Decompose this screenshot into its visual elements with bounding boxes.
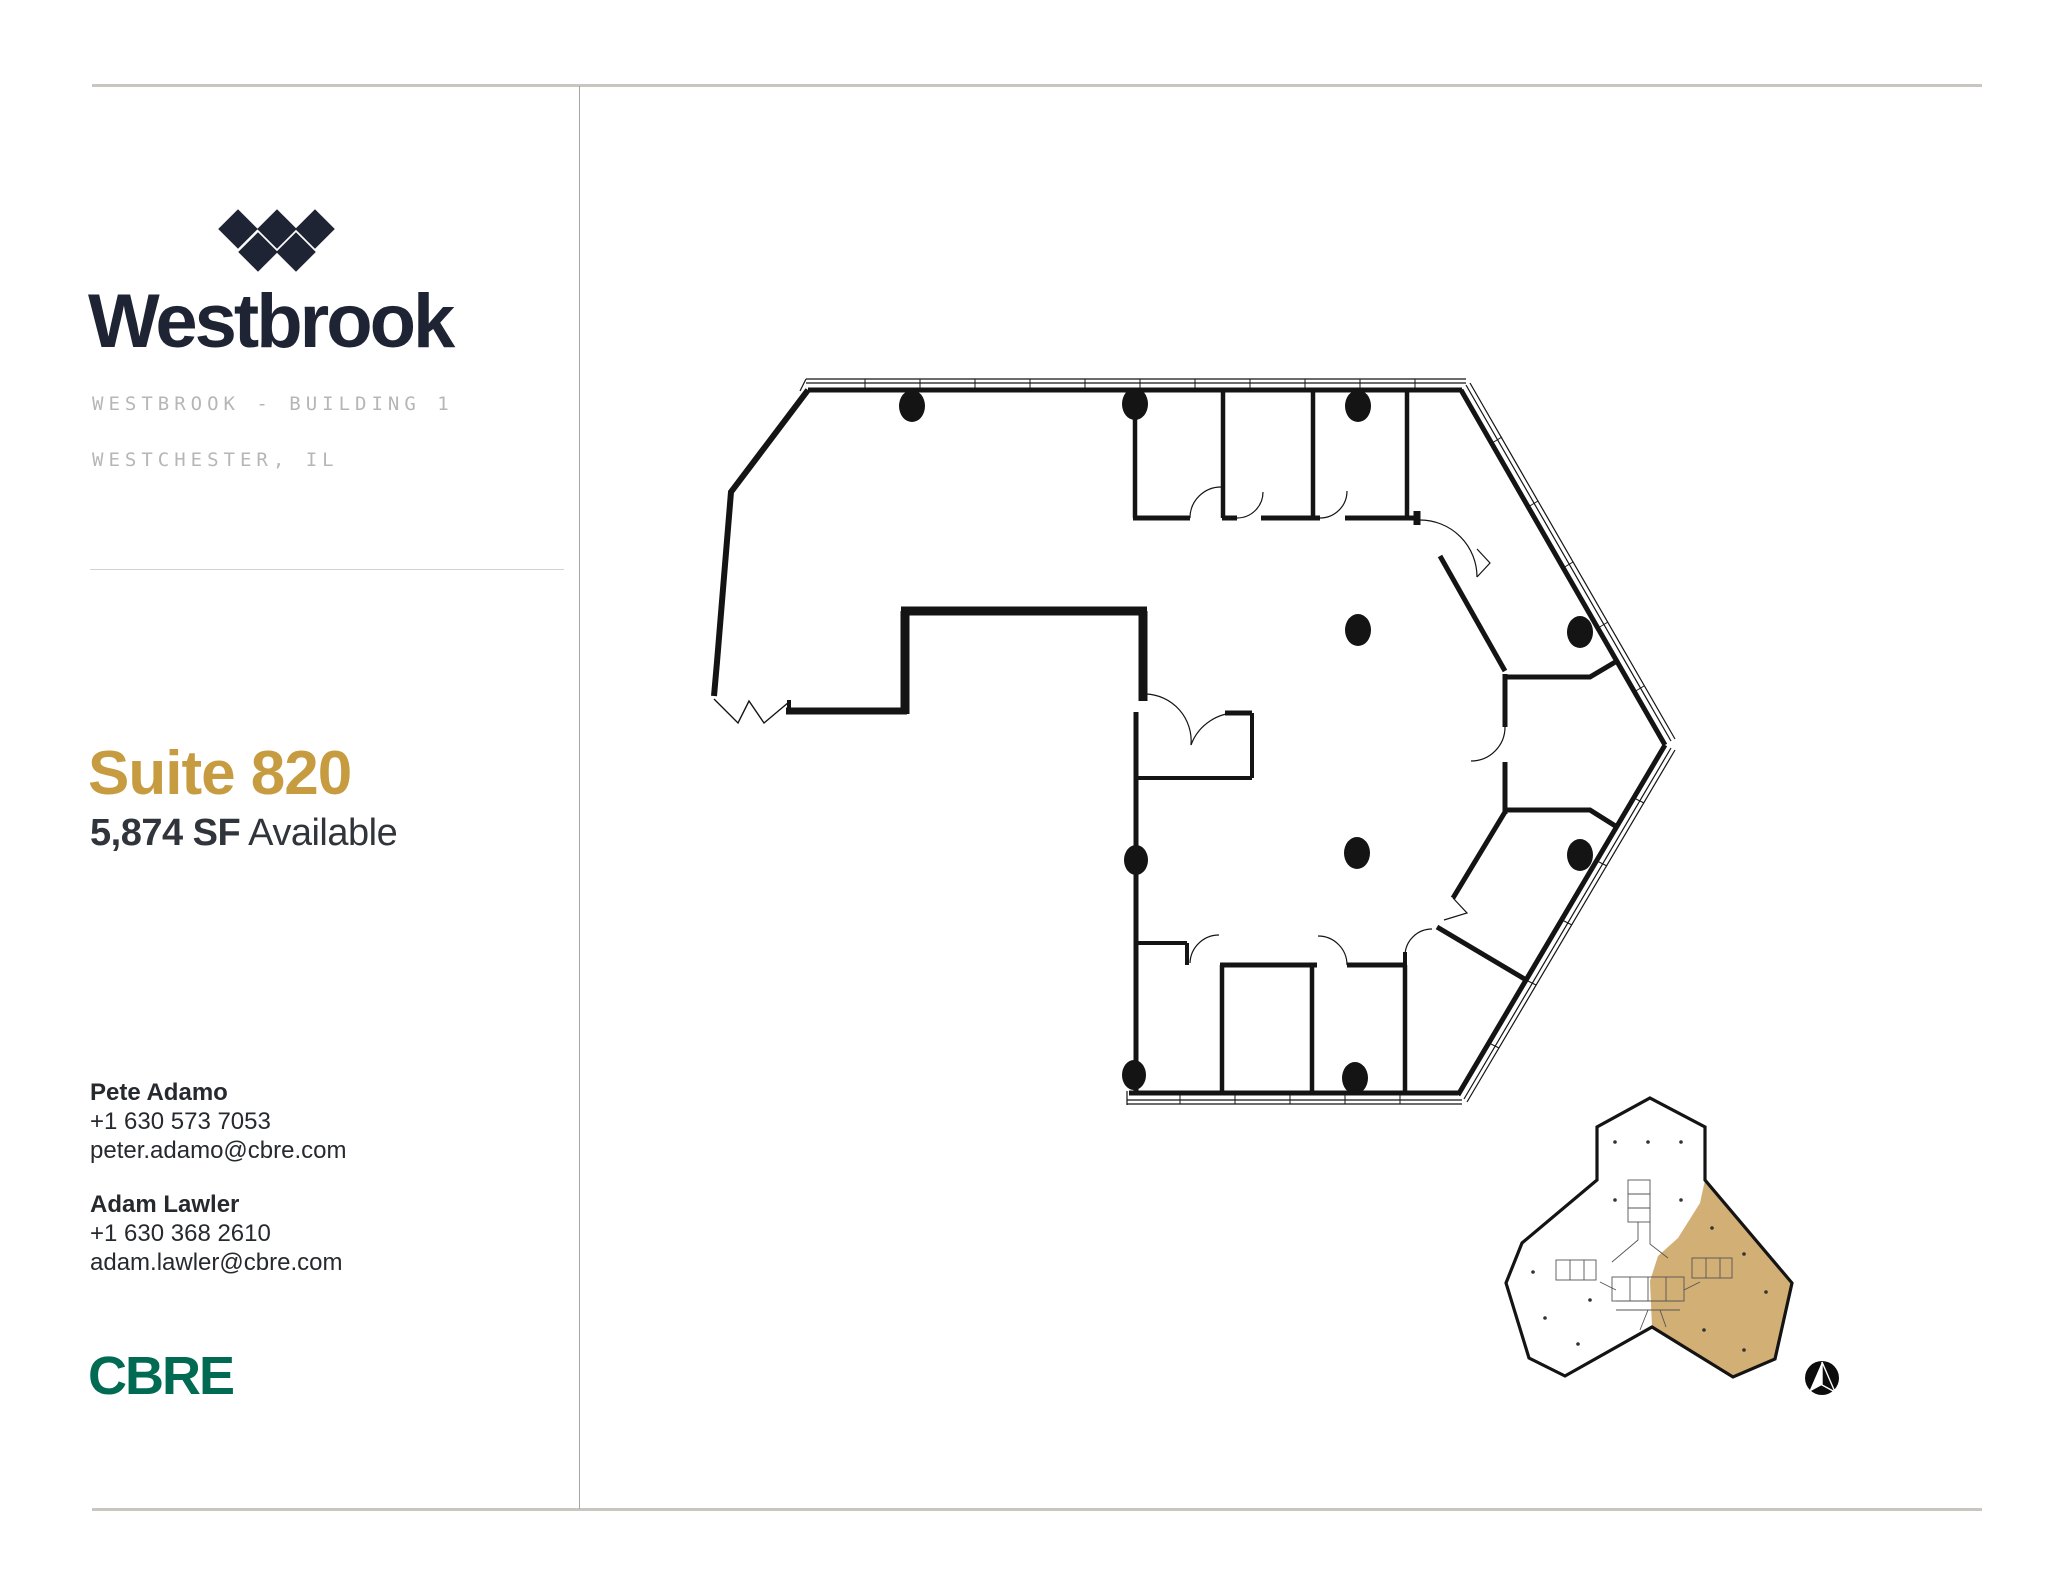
suite-size-avail: Available [240, 812, 398, 854]
window-wall-bottom [1126, 1090, 1462, 1105]
contact-phone: +1 630 368 2610 [90, 1220, 271, 1247]
top-rule [92, 84, 1982, 87]
keyplan [1504, 1096, 1839, 1395]
left-demising-wall [711, 388, 811, 697]
building-line1: WESTBROOK - BUILDING 1 [92, 393, 454, 415]
contact-email[interactable]: peter.adamo@cbre.com [90, 1137, 347, 1164]
keyplan-columns [1531, 1140, 1768, 1352]
north-arrow-icon [1805, 1361, 1839, 1395]
contact-block-2: Adam Lawler +1 630 368 2610 adam.lawler@… [90, 1190, 342, 1277]
building-core [900, 606, 1254, 780]
contact-block-1: Pete Adamo +1 630 573 7053 peter.adamo@c… [90, 1078, 347, 1165]
suite-size-sf: 5,874 SF [90, 812, 241, 854]
bottom-left-entry [713, 698, 907, 725]
top-offices [1132, 390, 1491, 578]
right-side-rooms [1435, 554, 1619, 984]
bottom-rule [92, 1508, 1982, 1511]
sidebar-sub-rule [90, 569, 564, 570]
keyplan-core-detail [1555, 1179, 1733, 1331]
building-line2: WESTCHESTER, IL [92, 449, 339, 471]
window-wall-lower-right [1455, 743, 1676, 1103]
westbrook-wordmark: Westbrook [88, 279, 455, 364]
contact-name: Adam Lawler [90, 1191, 240, 1218]
cbre-logo: CBRE [88, 1346, 235, 1406]
keyplan-highlighted-suite [1650, 1180, 1792, 1377]
main-floorplan [711, 378, 1676, 1105]
contact-name: Pete Adamo [90, 1079, 228, 1106]
bottom-offices [1134, 928, 1433, 1092]
keyplan-outline [1504, 1096, 1794, 1379]
contact-phone: +1 630 573 7053 [90, 1108, 271, 1135]
suite-title: Suite 820 [88, 739, 352, 808]
structural-columns [899, 388, 1593, 1094]
building-address: WESTBROOK - BUILDING 1 WESTCHESTER, IL [92, 390, 454, 474]
suite-size: 5,874 SF Available [90, 812, 398, 855]
contact-email[interactable]: adam.lawler@cbre.com [90, 1249, 343, 1276]
window-wall-upper-right [1458, 382, 1676, 747]
column-divider [579, 86, 580, 1509]
